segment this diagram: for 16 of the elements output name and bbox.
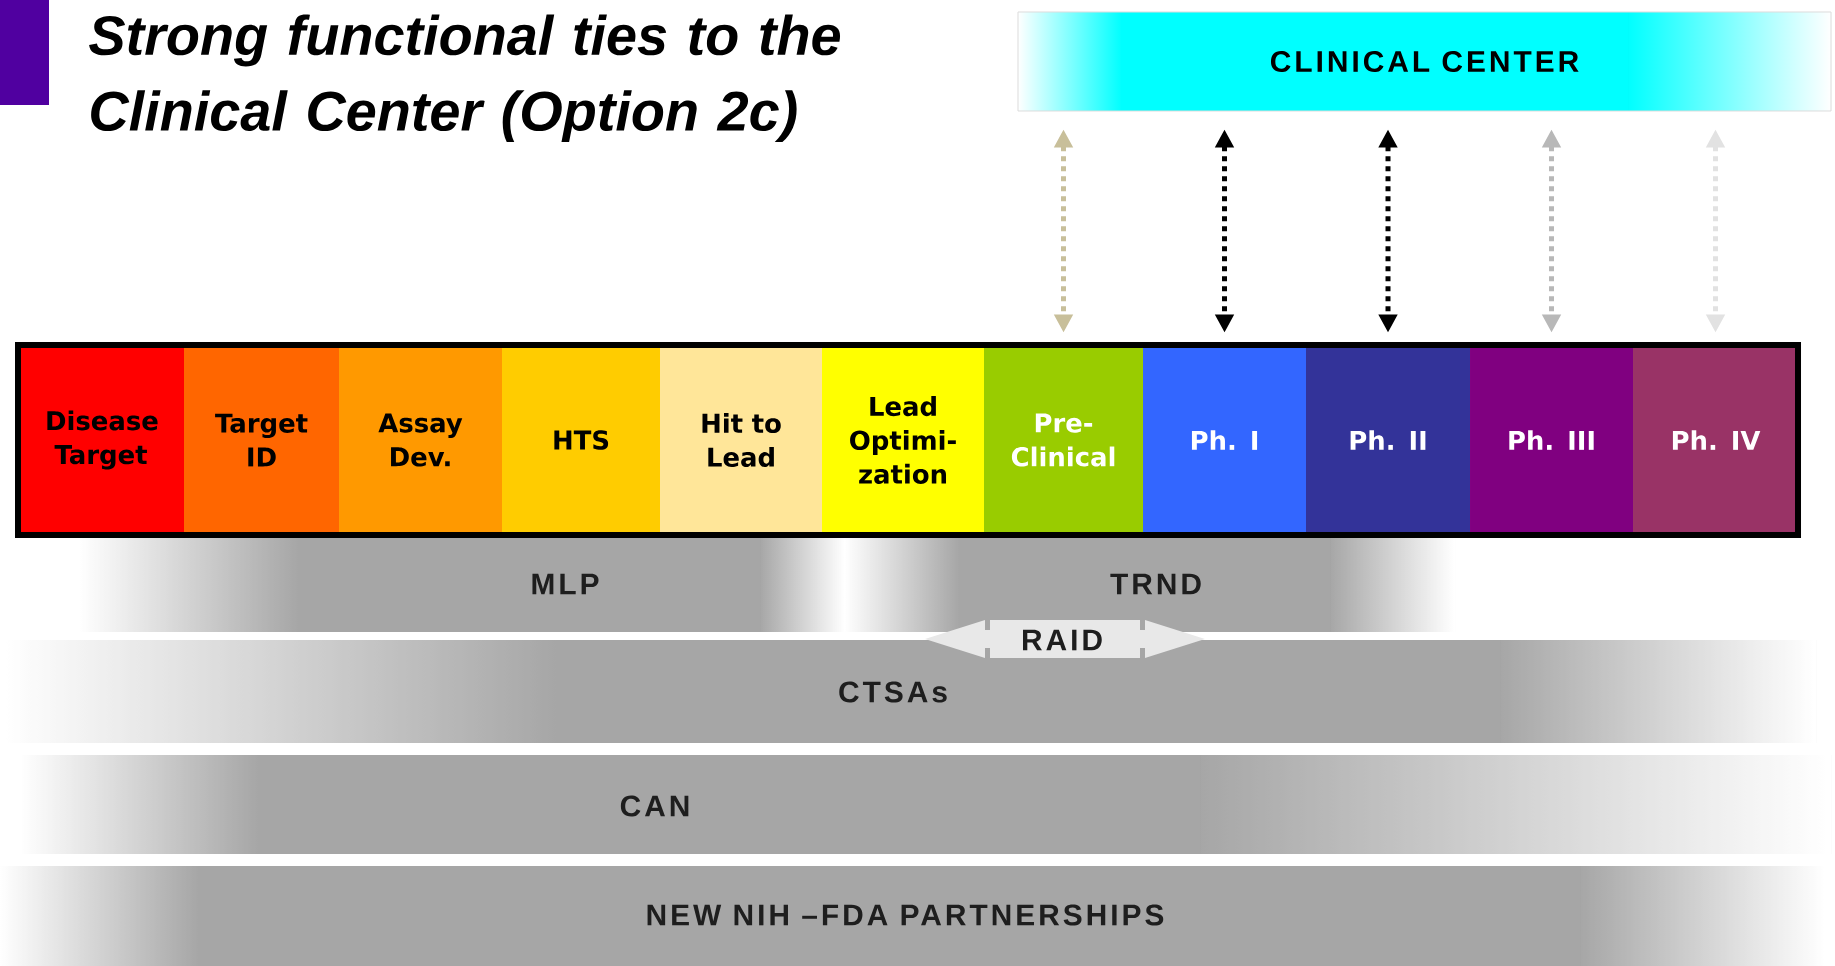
stage-cell: HTS bbox=[502, 345, 660, 535]
band: CAN bbox=[21, 755, 1831, 854]
stage-cell: Ph. I bbox=[1143, 345, 1306, 535]
clinical-center-band: CLINICAL CENTER bbox=[1017, 11, 1832, 112]
stage-cell: Pre- Clinical bbox=[984, 345, 1143, 535]
stage-cell: Ph. IV bbox=[1633, 345, 1798, 535]
stage-cell: Lead Optimi- zation bbox=[822, 345, 984, 535]
stage-cell: Hit to Lead bbox=[660, 345, 822, 535]
stage-cell: Target ID bbox=[184, 345, 339, 535]
stage-cell: Ph. II bbox=[1306, 345, 1470, 535]
band: NEW NIH –FDA PARTNERSHIPS bbox=[0, 866, 1826, 966]
stage-cell: Disease Target bbox=[18, 345, 184, 535]
title: Strong functional ties to the Clinical Center (Option 2c) bbox=[89, 14, 841, 143]
band: MLP bbox=[80, 538, 845, 632]
stage-cell: Assay Dev. bbox=[339, 345, 502, 535]
stage-cell: Ph. III bbox=[1470, 345, 1633, 535]
